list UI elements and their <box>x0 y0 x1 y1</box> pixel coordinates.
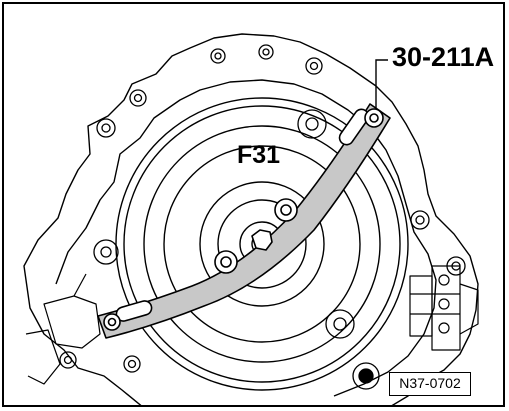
figure-frame: 30-211A F31 N37-0702 <box>2 2 505 407</box>
transmission-drawing <box>23 33 479 405</box>
valve-body-detail <box>409 265 479 351</box>
transmission-housing <box>23 33 479 405</box>
tool-leader-line <box>375 59 388 108</box>
housing-bolts <box>59 44 466 373</box>
tool-label: 30-211A <box>392 42 495 72</box>
figure-reference: N37-0702 <box>389 372 471 396</box>
torque-converter-f31 <box>115 97 409 391</box>
speed-sensor <box>352 362 380 390</box>
housing-inner-contour <box>55 79 437 397</box>
part-label: F31 <box>237 141 281 169</box>
left-bracket-detail <box>25 273 101 385</box>
holding-tool-30-211A <box>97 103 391 339</box>
